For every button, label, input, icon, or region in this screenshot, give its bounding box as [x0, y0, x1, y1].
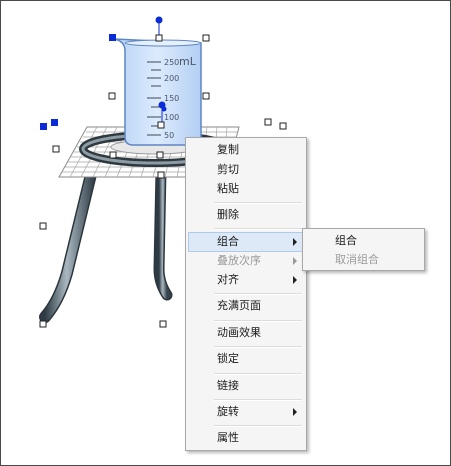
- submenu-arrow-icon: [293, 257, 297, 265]
- resize-handle-beaker-middle-left[interactable]: [108, 92, 116, 100]
- menu-separator: [214, 399, 302, 401]
- resize-handle-ring-left[interactable]: [52, 145, 60, 153]
- menu-item-align[interactable]: 对齐: [188, 270, 304, 290]
- menu-item-delete[interactable]: 删除: [188, 205, 304, 225]
- group-submenu: 组合 取消组合: [302, 228, 425, 271]
- resize-handle-beaker-middle-right[interactable]: [202, 92, 210, 100]
- anchor-point-tripod-left[interactable]: [40, 123, 47, 130]
- menu-item-animation[interactable]: 动画效果: [188, 323, 304, 343]
- menu-separator: [214, 425, 302, 427]
- menu-item-order-label: 叠放次序: [217, 254, 261, 267]
- beaker-scale-50: 50: [164, 131, 174, 140]
- resize-handle-beaker-bottom-middle[interactable]: [157, 121, 165, 129]
- menu-item-copy[interactable]: 复制: [188, 140, 304, 160]
- menu-item-lock-label: 锁定: [217, 352, 239, 365]
- submenu-arrow-icon: [293, 238, 297, 246]
- menu-separator: [214, 202, 302, 204]
- menu-item-cut-label: 剪切: [217, 163, 239, 176]
- context-menu: 复制 剪切 粘贴 删除 组合 叠放次序 对齐 充满页面 动画效果 锁定 链接 旋…: [185, 137, 307, 451]
- submenu-item-ungroup-label: 取消组合: [335, 253, 379, 266]
- beaker-scale-250: 250: [164, 58, 179, 67]
- menu-item-link[interactable]: 链接: [188, 376, 304, 396]
- menu-item-order: 叠放次序: [188, 251, 304, 271]
- resize-handle-ring-inner-left[interactable]: [109, 151, 117, 159]
- menu-item-properties-label: 属性: [217, 431, 239, 444]
- menu-item-paste-label: 粘贴: [217, 182, 239, 195]
- menu-item-lock[interactable]: 锁定: [188, 349, 304, 369]
- menu-item-animation-label: 动画效果: [217, 326, 261, 339]
- submenu-item-group[interactable]: 组合: [305, 231, 422, 251]
- menu-item-rotate[interactable]: 旋转: [188, 402, 304, 422]
- menu-item-delete-label: 删除: [217, 208, 239, 221]
- rotation-handles[interactable]: [40, 16, 167, 131]
- beaker-unit-label: mL: [179, 55, 197, 68]
- menu-item-align-label: 对齐: [217, 273, 239, 286]
- menu-item-copy-label: 复制: [217, 143, 239, 156]
- menu-item-paste[interactable]: 粘贴: [188, 179, 304, 199]
- tripod-legs: [39, 160, 173, 323]
- menu-item-group[interactable]: 组合: [188, 232, 304, 252]
- menu-item-fill-page-label: 充满页面: [217, 299, 261, 312]
- beaker-scale-150: 150: [164, 94, 179, 103]
- anchor-point-beaker-corner[interactable]: [109, 34, 116, 41]
- resize-handle-tripod-bottom-middle[interactable]: [159, 320, 167, 328]
- submenu-arrow-icon: [293, 408, 297, 416]
- menu-item-link-label: 链接: [217, 379, 239, 392]
- resize-handle-ring-far-right[interactable]: [279, 122, 287, 130]
- resize-handle-beaker-top-right[interactable]: [202, 34, 210, 42]
- beaker-scale-200: 200: [164, 74, 179, 83]
- menu-separator: [214, 228, 302, 230]
- submenu-item-ungroup: 取消组合: [305, 250, 422, 270]
- menu-item-group-label: 组合: [217, 235, 239, 248]
- beaker: 250 mL 200 150 100 50: [113, 38, 202, 146]
- anchor-point-tripod-left-2[interactable]: [51, 119, 58, 126]
- resize-handle-tripod-bottom-left[interactable]: [39, 320, 47, 328]
- menu-item-cut[interactable]: 剪切: [188, 160, 304, 180]
- resize-handle-tripod-left[interactable]: [39, 222, 47, 230]
- resize-handle-ring-center[interactable]: [156, 151, 164, 159]
- menu-item-properties[interactable]: 属性: [188, 428, 304, 448]
- rotate-handle-inner-center[interactable]: [161, 106, 167, 112]
- submenu-item-group-label: 组合: [335, 234, 357, 247]
- rotate-handle-top[interactable]: [155, 16, 163, 24]
- menu-separator: [214, 293, 302, 295]
- beaker-scale-100: 100: [164, 113, 179, 122]
- menu-item-rotate-label: 旋转: [217, 405, 239, 418]
- submenu-arrow-icon: [293, 276, 297, 284]
- menu-separator: [214, 320, 302, 322]
- menu-item-fill-page[interactable]: 充满页面: [188, 296, 304, 316]
- menu-separator: [214, 373, 302, 375]
- resize-handle-ring-right[interactable]: [264, 118, 272, 126]
- menu-separator: [214, 346, 302, 348]
- resize-handle-gauze-bottom[interactable]: [157, 171, 165, 179]
- resize-handle-beaker-top-middle[interactable]: [155, 34, 163, 42]
